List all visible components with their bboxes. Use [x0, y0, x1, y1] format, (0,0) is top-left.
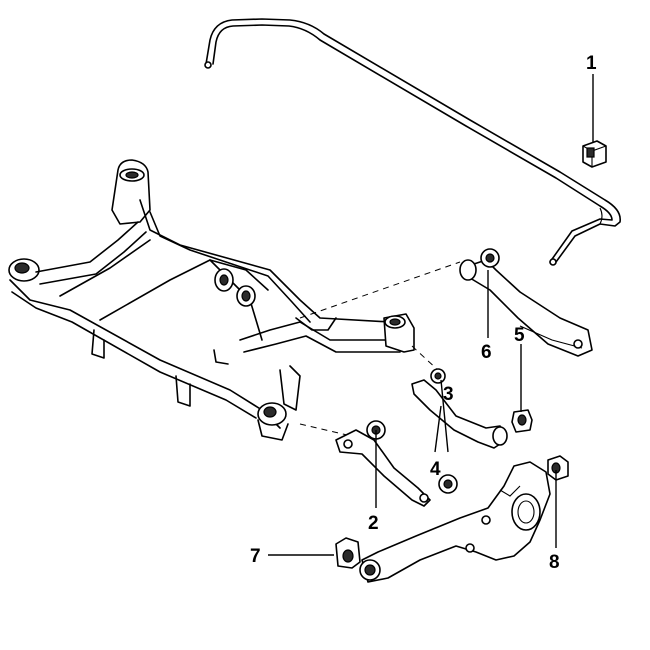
stabilizer-bar [204, 18, 622, 266]
callout-8: 8 [549, 552, 560, 573]
callout-5: 5 [514, 325, 525, 346]
knuckle-trailing-arm [359, 461, 551, 583]
callout-4: 4 [430, 459, 441, 480]
lateral-arm-3-4 [411, 368, 508, 449]
leader-lines [268, 74, 594, 556]
callouts: 1 2 3 4 5 6 7 8 [250, 53, 597, 573]
rear-subframe [8, 159, 415, 441]
callout-6: 6 [481, 342, 492, 363]
callout-3: 3 [443, 384, 454, 405]
callout-7: 7 [250, 546, 261, 567]
leader-4 [434, 405, 442, 453]
leader-3 [440, 379, 449, 453]
bushing-5 [511, 409, 533, 433]
callout-1: 1 [586, 53, 597, 74]
upper-arm-6 [459, 248, 593, 357]
callout-2: 2 [368, 513, 379, 534]
stabilizer-bushing [582, 140, 607, 168]
bushing-8 [547, 455, 569, 481]
bushing-7 [335, 537, 361, 569]
